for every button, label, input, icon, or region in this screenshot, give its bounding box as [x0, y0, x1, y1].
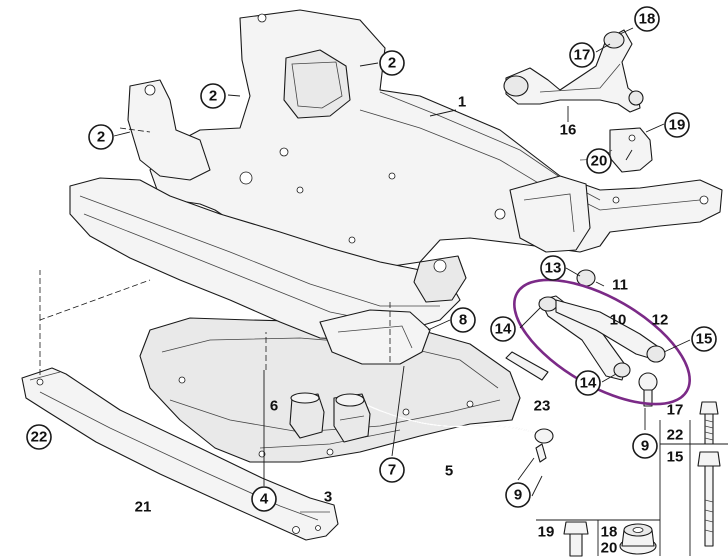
- hardware-table-frame: [536, 420, 728, 556]
- svg-text:8: 8: [459, 312, 467, 329]
- label-6: 6: [270, 398, 278, 415]
- hardware-nut-18-20: [619, 523, 657, 555]
- label-3: 3: [324, 489, 332, 506]
- callout-22: 22: [26, 424, 52, 450]
- label-23: 23: [534, 398, 551, 415]
- label-1: 1: [458, 94, 466, 111]
- lower-control-arm-assembly: [505, 269, 666, 407]
- callout-2-left: 2: [88, 124, 114, 150]
- brake-bracket-part: [579, 127, 653, 173]
- svg-text:22: 22: [31, 429, 48, 446]
- svg-text:15: 15: [696, 331, 713, 348]
- label-11: 11: [612, 277, 628, 294]
- callout-9-right: 9: [632, 433, 658, 459]
- hardware-bolt-22: [699, 401, 719, 445]
- svg-text:2: 2: [388, 55, 396, 72]
- callout-9-left: 9: [505, 482, 531, 508]
- callout-15: 15: [691, 326, 717, 352]
- svg-text:7: 7: [388, 462, 396, 479]
- front-subframe-part: [69, 9, 723, 365]
- leader-lines: [113, 27, 691, 497]
- hardware-bolt-15: [697, 451, 721, 547]
- label-22: 22: [667, 427, 684, 444]
- label-10: 10: [610, 312, 627, 329]
- label-17: 17: [667, 402, 684, 419]
- svg-text:4: 4: [260, 491, 269, 508]
- svg-text:14: 14: [580, 375, 597, 392]
- svg-text:2: 2: [209, 88, 217, 105]
- svg-text:9: 9: [514, 487, 522, 504]
- callout-2-middle: 2: [200, 83, 226, 109]
- callout-2-right: 2: [379, 50, 405, 76]
- label-18: 18: [601, 524, 618, 541]
- svg-text:20: 20: [591, 153, 608, 170]
- stabilizer-bar-part: [359, 401, 554, 463]
- dashed-reference-lines: [39, 127, 391, 375]
- hardware-bolt-19: [563, 521, 589, 557]
- callout-13: 13: [540, 255, 566, 281]
- svg-text:18: 18: [639, 11, 656, 28]
- svg-text:13: 13: [545, 260, 562, 277]
- svg-text:19: 19: [669, 117, 686, 134]
- svg-text:2: 2: [97, 129, 105, 146]
- callout-20: 20: [586, 148, 612, 174]
- callout-19: 19: [664, 112, 690, 138]
- callout-14-lower: 14: [575, 370, 601, 396]
- svg-text:14: 14: [495, 321, 512, 338]
- label-5: 5: [445, 463, 453, 480]
- label-20: 20: [601, 540, 618, 557]
- callout-8: 8: [450, 307, 476, 333]
- label-16: 16: [560, 122, 577, 139]
- label-19: 19: [538, 524, 555, 541]
- upper-control-arm-part: [503, 29, 644, 113]
- callout-7: 7: [379, 457, 405, 483]
- callout-17: 17: [569, 42, 595, 68]
- label-21: 21: [135, 499, 152, 516]
- callout-4: 4: [251, 486, 277, 512]
- svg-text:17: 17: [574, 47, 591, 64]
- callout-14-upper: 14: [490, 316, 516, 342]
- label-15: 15: [667, 449, 684, 466]
- label-12: 12: [652, 312, 669, 329]
- svg-text:9: 9: [641, 438, 649, 455]
- rubber-mount-parts: [289, 392, 371, 443]
- callout-18: 18: [634, 6, 660, 32]
